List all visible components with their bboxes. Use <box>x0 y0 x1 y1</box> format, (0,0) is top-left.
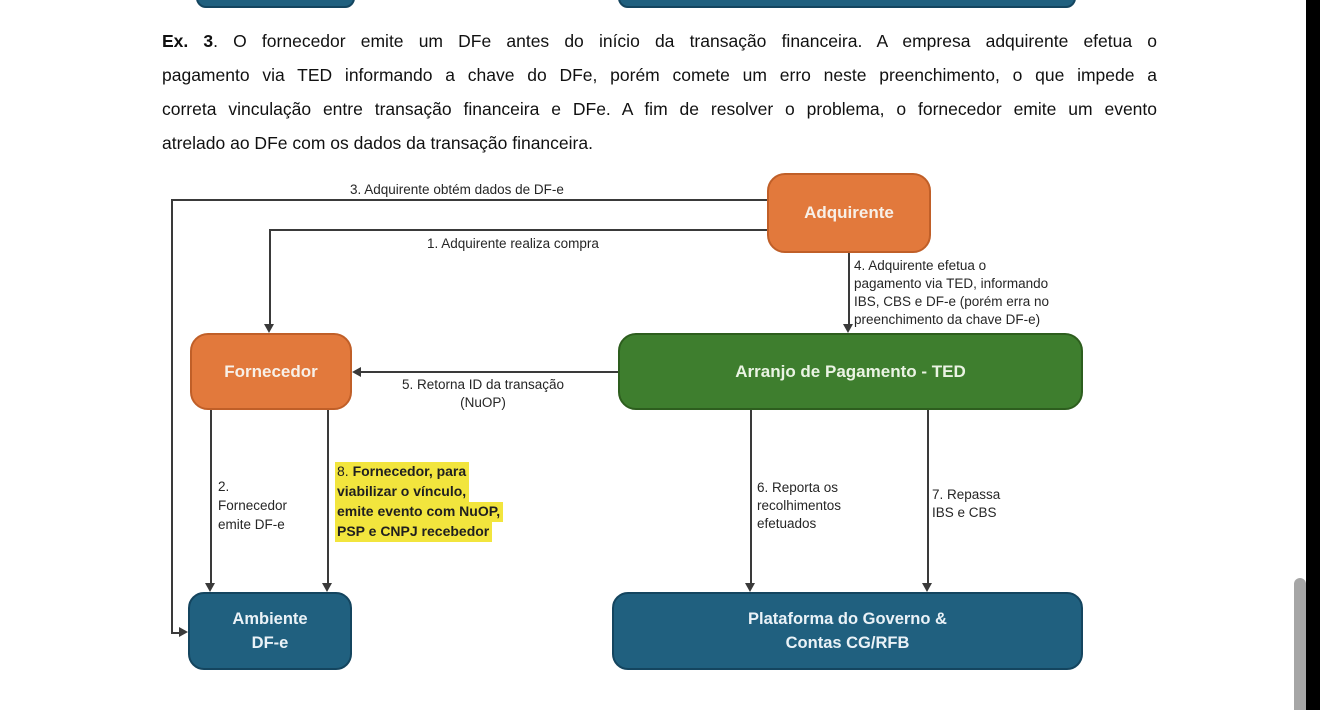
node-label: Plataforma do Governo & <box>748 610 947 628</box>
edge-label-6: 6. Reporta os recolhimentos efetuados <box>757 479 841 533</box>
connector-line-1 <box>269 229 767 231</box>
node-adquirente: Adquirente <box>767 173 931 253</box>
paragraph-line: pagamento via TED informando a chave do … <box>162 65 1157 85</box>
highlighted-line: PSP e CNPJ recebedor <box>335 522 493 542</box>
paragraph-line: correta vinculação entre transação finan… <box>162 99 1157 119</box>
connector-line-4 <box>848 253 850 325</box>
node-label: Adquirente <box>804 203 894 222</box>
arrowhead-into-arranjo <box>843 324 853 333</box>
example-number-label: Ex. 3 <box>162 31 214 51</box>
edge-label-1: 1. Adquirente realiza compra <box>427 236 599 251</box>
edge-label-line: 2. <box>218 479 230 494</box>
arrowhead-into-fornecedor-right <box>352 367 361 377</box>
arrowhead-into-ambiente-left <box>179 627 188 637</box>
node-label: Fornecedor <box>224 361 318 381</box>
scrollbar-thumb[interactable] <box>1294 578 1306 710</box>
paragraph-line: Ex. 3. O fornecedor emite um DFe antes d… <box>162 31 1157 51</box>
node-arranjo-pagamento-ted: Arranjo de Pagamento - TED <box>618 333 1083 410</box>
connector-line-1 <box>269 229 271 325</box>
edge-label-line: 6. Reporta os <box>757 480 839 495</box>
edge-label-8-highlighted: 8. Fornecedor, para viabilizar o vínculo… <box>335 462 504 542</box>
arrowhead-into-plataforma <box>922 583 932 592</box>
edge-label-line: 4. Adquirente efetua o <box>854 258 987 273</box>
connector-line-3 <box>171 199 767 201</box>
connector-line-2 <box>210 410 212 584</box>
edge-label-5: 5. Retorna ID da transação (NuOP) <box>393 376 573 412</box>
edge-label-line: preenchimento da chave DF-e) <box>854 312 1041 327</box>
highlighted-line: 8. Fornecedor, para <box>335 462 470 482</box>
connector-line-8 <box>327 410 329 584</box>
node-plataforma-governo: Plataforma do Governo & Contas CG/RFB <box>612 592 1083 670</box>
edge-label-line: Fornecedor <box>218 498 288 513</box>
edge-label-7: 7. Repassa IBS e CBS <box>932 486 1000 522</box>
right-edge-strip <box>1306 0 1320 710</box>
node-partial-left <box>196 0 355 8</box>
node-label: Arranjo de Pagamento - TED <box>735 361 966 381</box>
edge-label-line: emite DF-e <box>218 517 285 532</box>
edge-label-2: 2. Fornecedor emite DF-e <box>218 477 287 534</box>
node-label: Contas CG/RFB <box>785 634 910 652</box>
node-label: DF-e <box>251 634 289 652</box>
edge-label-line: 7. Repassa <box>932 487 1001 502</box>
node-fornecedor: Fornecedor <box>190 333 352 410</box>
arrowhead-into-fornecedor <box>264 324 274 333</box>
connector-line-3 <box>171 632 181 634</box>
node-ambiente-dfe: Ambiente DF-e <box>188 592 352 670</box>
edge-label-4: 4. Adquirente efetua o pagamento via TED… <box>854 257 1049 329</box>
paragraph-line: atrelado ao DFe com os dados da transaçã… <box>162 133 593 153</box>
edge-label-line: IBS, CBS e DF-e (porém erra no <box>854 294 1050 309</box>
intro-paragraph: Ex. 3. O fornecedor emite um DFe antes d… <box>162 24 1157 160</box>
arrowhead-into-ambiente <box>322 583 332 592</box>
arrowhead-into-plataforma <box>745 583 755 592</box>
connector-line-6 <box>750 410 752 584</box>
edge-label-line: pagamento via TED, informando <box>854 276 1049 291</box>
highlighted-line: viabilizar o vínculo, <box>335 482 470 502</box>
edge-label-line: (NuOP) <box>460 395 506 410</box>
connector-line-5 <box>360 371 618 373</box>
arrowhead-into-ambiente <box>205 583 215 592</box>
edge-label-line: recolhimentos <box>757 498 842 513</box>
edge-label-3: 3. Adquirente obtém dados de DF-e <box>350 182 564 197</box>
edge-label-line: IBS e CBS <box>932 505 997 520</box>
highlighted-line: emite evento com NuOP, <box>335 502 504 522</box>
connector-line-3 <box>171 199 173 633</box>
connector-line-7 <box>927 410 929 584</box>
edge-label-line: efetuados <box>757 516 817 531</box>
node-partial-right <box>618 0 1076 8</box>
edge-label-line: 5. Retorna ID da transação <box>401 377 565 392</box>
node-label: Ambiente <box>232 610 308 628</box>
